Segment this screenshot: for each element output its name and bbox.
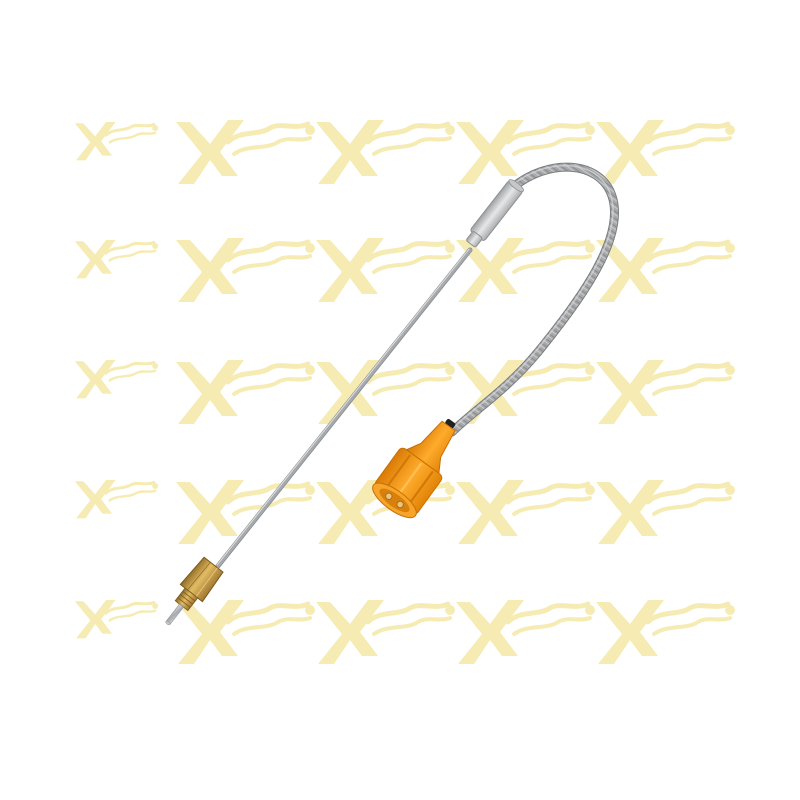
watermark-logo-icon [596, 238, 735, 302]
probe-sleeve [466, 179, 524, 248]
watermark-logo-icon [456, 480, 595, 544]
temperature-probe-icon [165, 162, 620, 626]
brass-fitting [165, 556, 224, 626]
watermark-logo-icon [73, 238, 160, 280]
orange-connector [372, 418, 456, 519]
watermark-logo-icon [596, 600, 735, 664]
watermark-logo-icon [176, 238, 315, 302]
watermark-grid [73, 120, 735, 664]
watermark-logo-icon [316, 600, 455, 664]
watermark-logo-icon [456, 238, 595, 302]
watermark-logo-icon [176, 120, 315, 184]
watermark-logo-icon [176, 360, 315, 424]
watermark-logo-icon [73, 598, 160, 640]
watermark-logo-icon [176, 600, 315, 664]
watermark-logo-icon [73, 478, 160, 520]
watermark-logo-icon [73, 358, 160, 400]
watermark-logo-icon [596, 120, 735, 184]
braided-cable [447, 162, 620, 437]
watermark-logo-icon [73, 120, 160, 162]
watermark-logo-icon [596, 480, 735, 544]
watermark-logo-icon [456, 600, 595, 664]
watermark-logo-icon [316, 120, 455, 184]
watermark-logo-icon [596, 360, 735, 424]
